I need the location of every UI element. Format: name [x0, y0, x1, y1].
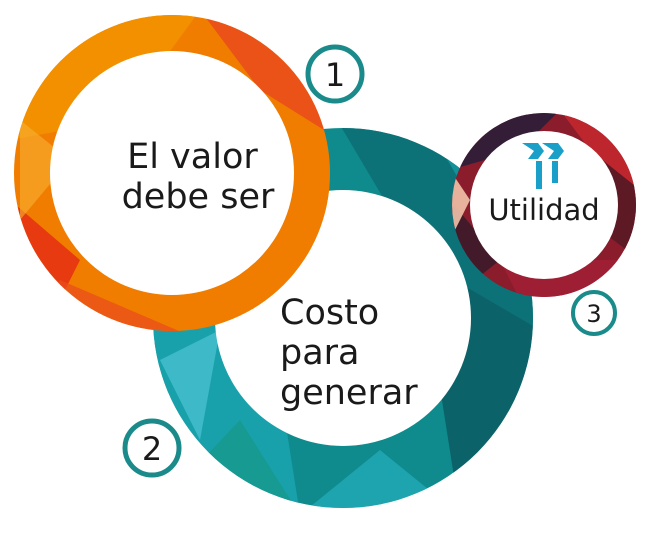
ring-costo-line-1: Costo	[280, 293, 379, 333]
ring-costo-label: Costo para generar	[280, 293, 418, 413]
number-badge-1: 1	[305, 44, 365, 104]
utility-logo-icon	[522, 143, 564, 189]
ring-costo-line-3: generar	[280, 373, 418, 413]
ring-valor-label: El valor debe ser	[122, 137, 275, 217]
number-badge-3: 3	[571, 290, 617, 336]
number-badge-2: 2	[122, 418, 182, 478]
ring-costo-line-2: para	[280, 333, 360, 373]
number-badge-2-text: 2	[142, 430, 162, 468]
ring-utilidad-center	[470, 131, 618, 279]
ring-valor-line-1: El valor	[127, 137, 258, 177]
ring-valor-center	[50, 51, 294, 295]
ring-valor-line-2: debe ser	[122, 177, 275, 217]
ring-utilidad-label: Utilidad	[488, 193, 599, 227]
ring-utilidad	[452, 113, 636, 297]
number-badge-3-text: 3	[586, 300, 601, 328]
number-badge-1-text: 1	[325, 56, 345, 94]
